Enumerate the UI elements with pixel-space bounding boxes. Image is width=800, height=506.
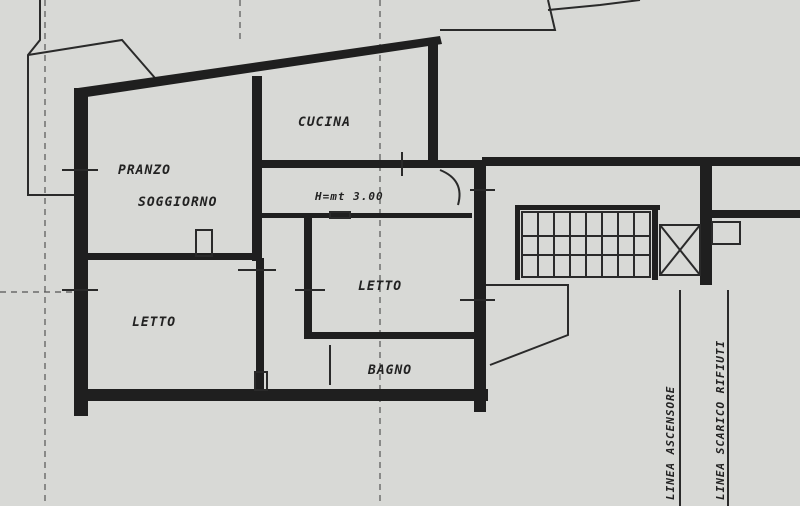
label-linea-scarico: LINEA SCARICO RIFIUTI — [714, 340, 727, 500]
door-markers — [62, 152, 495, 391]
label-soggiorno: SOGGIORNO — [138, 195, 217, 210]
label-letto-left: LETTO — [132, 315, 176, 330]
walls — [74, 36, 800, 416]
label-cucina: CUCINA — [298, 115, 351, 130]
reference-lines — [0, 0, 381, 506]
label-pranzo: PRANZO — [118, 163, 171, 178]
label-letto-center: LETTO — [358, 279, 402, 294]
label-linea-ascensore: LINEA ASCENSORE — [664, 386, 677, 500]
label-hall-height: H=mt 3.00 — [314, 190, 384, 203]
label-bagno: BAGNO — [367, 363, 412, 378]
balcony-outline — [27, 0, 156, 196]
top-stair-outline — [440, 0, 641, 31]
landing-outline — [486, 284, 729, 506]
elevator-shaft — [659, 221, 741, 276]
stair-treads — [521, 211, 651, 278]
